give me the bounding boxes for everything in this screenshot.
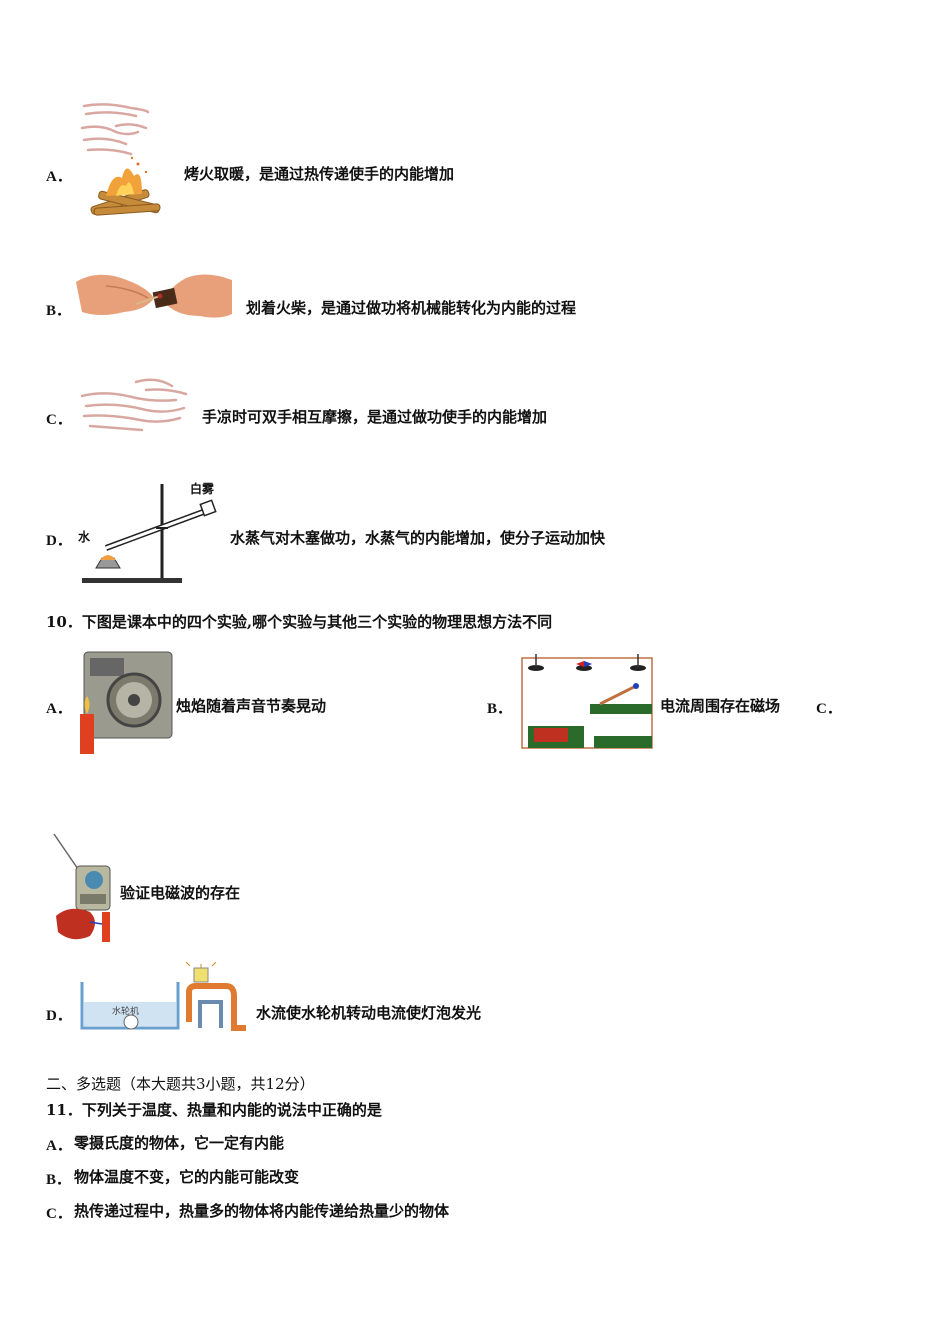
option-label: B． [46,303,72,319]
steam-cork-apparatus-image [76,478,226,588]
option-text: 物体温度不变，它的内能可能改变 [74,1168,300,1186]
option-label: B． [487,701,513,717]
option-text: 水蒸气对木塞做功，水蒸气的内能增加，使分子运动加快 [230,529,606,547]
option-text: 验证电磁波的存在 [120,884,241,902]
option-text: 划着火柴，是通过做功将机械能转化为内能的过程 [246,299,577,317]
option-label: A． [46,1138,72,1154]
water-turbine-analogy-image [76,962,254,1038]
water-label: 水 [78,530,91,544]
speaker-candle-image [76,648,176,754]
steam-label: 白雾 [190,482,215,496]
option-label: D． [46,533,72,549]
option-text: 零摄氏度的物体，它一定有内能 [74,1134,285,1152]
campfire-hands-image [76,98,176,223]
option-label: C． [46,1206,72,1222]
turbine-label: 水轮机 [112,1007,140,1017]
option-label: B． [46,1172,72,1188]
option-text: 烤火取暖，是通过热传递使手的内能增加 [184,165,455,183]
oersted-circuit-image [518,652,656,754]
section-heading: 二、多选题（本大题共3小题，共12分） [46,1075,315,1093]
option-label-c: C． [816,701,842,717]
striking-match-image [76,268,232,326]
option-label: C． [46,412,72,428]
question-11-stem: 11．下列关于温度、热量和内能的说法中正确的是 [46,1101,382,1119]
radio-battery-image [50,832,114,944]
option-label: D． [46,1008,72,1024]
option-text: 手凉时可双手相互摩擦，是通过做功使手的内能增加 [202,408,548,426]
option-text: 热传递过程中，热量多的物体将内能传递给热量少的物体 [74,1202,450,1220]
option-text: 水流使水轮机转动电流使灯泡发光 [256,1004,482,1022]
option-label: A． [46,169,72,185]
rubbing-hands-image [76,372,196,442]
option-label: A． [46,701,72,717]
option-text: 电流周围存在磁场 [660,697,781,715]
question-10-stem: 10．下图是课本中的四个实验,哪个实验与其他三个实验的物理思想方法不同 [46,613,553,631]
option-text: 烛焰随着声音节奏晃动 [176,697,327,715]
